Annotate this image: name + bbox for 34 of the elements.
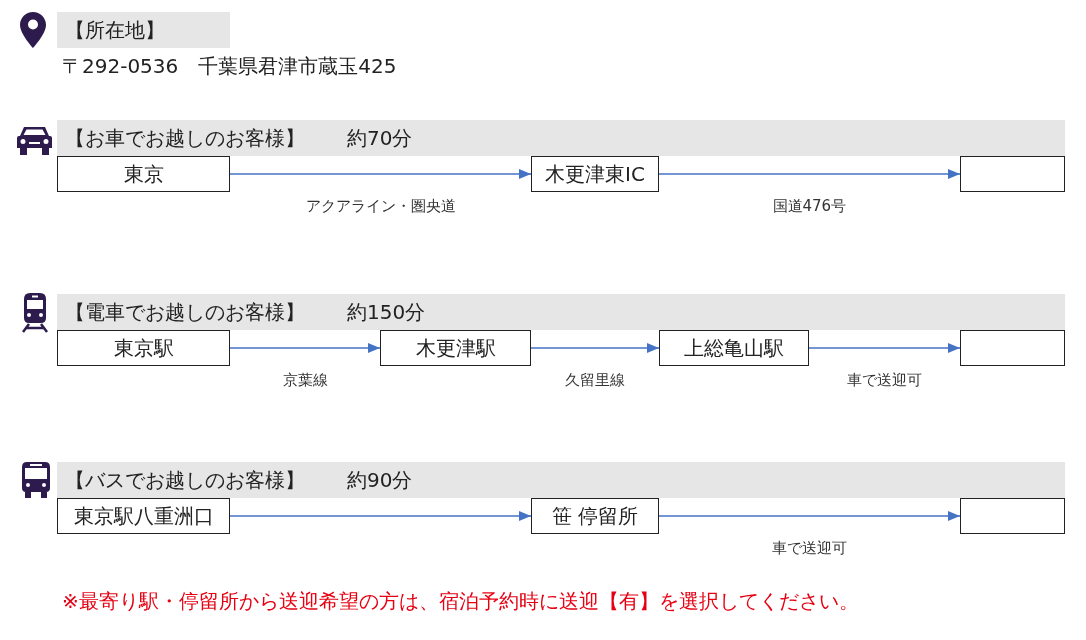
section-header-band — [57, 462, 1065, 498]
travel-time: 約150分 — [347, 298, 426, 326]
route-box — [960, 156, 1065, 192]
route-box: 木更津東IC — [531, 156, 659, 192]
section-header-band — [57, 120, 1065, 156]
arrow — [530, 343, 660, 353]
route-box: 東京 — [57, 156, 230, 192]
arrow — [658, 169, 961, 179]
arrow — [229, 343, 381, 353]
section-heading: 【電車でお越しのお客様】 — [65, 298, 305, 326]
route-box: 上総亀山駅 — [659, 330, 809, 366]
travel-time: 約70分 — [347, 124, 413, 152]
edge-label: 車で送迎可 — [845, 371, 924, 390]
section-header-band — [57, 12, 230, 48]
edge-label: 京葉線 — [280, 371, 330, 390]
section-heading: 【所在地】 — [65, 16, 165, 44]
route-box: 東京駅八重洲口 — [57, 498, 230, 534]
arrow — [808, 343, 961, 353]
route-box — [960, 498, 1065, 534]
section-header-band — [57, 294, 1065, 330]
notice-text: ※最寄り駅・停留所から送迎希望の方は、宿泊予約時に送迎【有】を選択してください。 — [62, 588, 859, 615]
edge-label: 久留里線 — [563, 371, 627, 390]
section-heading: 【お車でお越しのお客様】 — [65, 124, 305, 152]
arrow — [229, 169, 532, 179]
section-heading: 【バスでお越しのお客様】 — [65, 466, 305, 494]
arrow — [229, 511, 532, 521]
travel-time: 約90分 — [347, 466, 413, 494]
route-box: 東京駅 — [57, 330, 230, 366]
edge-label: 車で送迎可 — [770, 539, 849, 558]
route-box: 木更津駅 — [380, 330, 531, 366]
route-box: 笹 停留所 — [531, 498, 659, 534]
arrow — [658, 511, 961, 521]
address-text: 〒292-0536 千葉県君津市蔵玉425 — [62, 53, 397, 80]
route-box — [960, 330, 1065, 366]
